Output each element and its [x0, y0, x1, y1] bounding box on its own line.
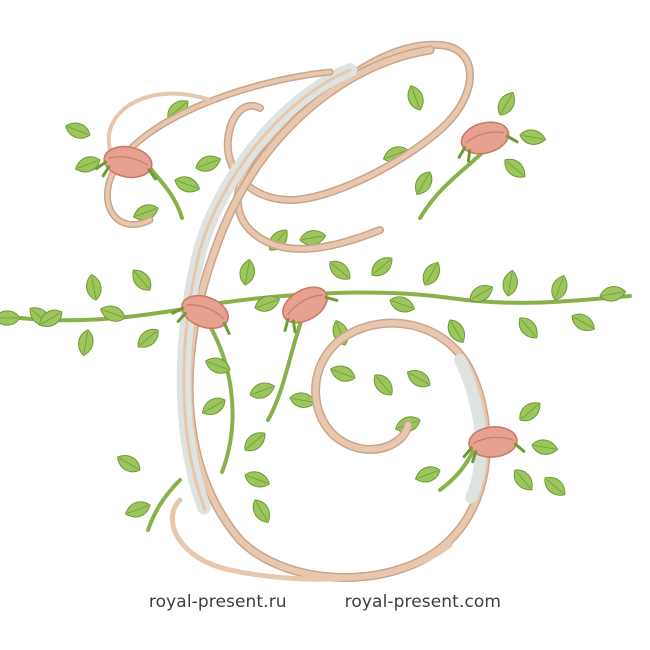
rosebuds — [93, 114, 526, 465]
caption-row: royal-present.ru royal-present.com — [0, 592, 650, 622]
caption-right: royal-present.com — [344, 592, 502, 612]
caption-left: royal-present.ru — [148, 592, 287, 612]
